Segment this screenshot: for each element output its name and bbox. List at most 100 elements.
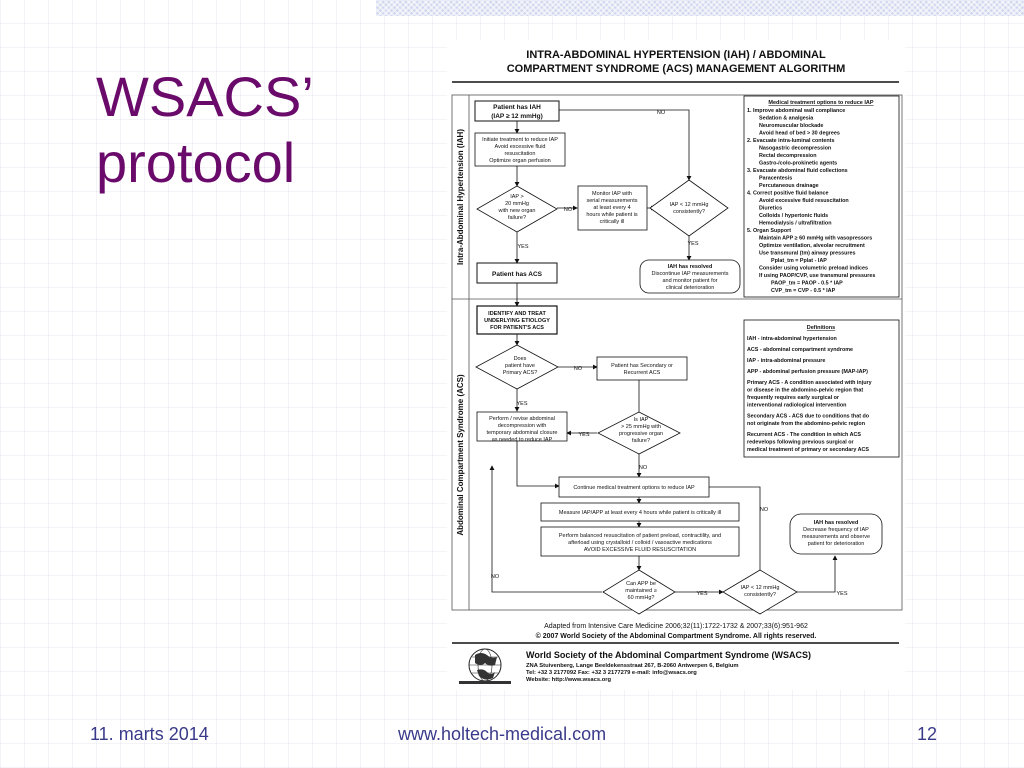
treatment-option-line: Maintain APP ≥ 60 mmHg with vasopressors	[759, 236, 872, 242]
doc-header-line-1: INTRA-ABDOMINAL HYPERTENSION (IAH) / ABD…	[526, 49, 826, 61]
iah-resolved-box-2	[789, 513, 883, 555]
identify-text-1: IDENTIFY AND TREAT	[488, 311, 546, 317]
secondary-text-1: Patient has Secondary or	[611, 363, 673, 369]
perform-text-4: as needed to reduce IAP	[492, 437, 553, 443]
decision-1-text-1: IAP >	[510, 194, 524, 200]
decorative-corner-band	[376, 0, 1024, 16]
monitor-text-4: hours while patient is	[586, 212, 638, 218]
balanced-text-2: afterload using crystalloid / colloid / …	[568, 540, 712, 546]
treatment-option-line: 4. Correct positive fluid balance	[747, 191, 828, 197]
definitions-box	[743, 319, 900, 458]
treatment-option-line: Consider using volumetric preload indice…	[759, 266, 868, 272]
treatment-option-line: If using PAOP/CVP, use transmural pressu…	[759, 273, 875, 279]
treatment-options-box	[743, 95, 900, 298]
definition-line: Secondary ACS - ACS due to conditions th…	[747, 414, 870, 420]
continue-text: Continue medical treatment options to re…	[573, 485, 695, 491]
decision-6-text-1: IAP < 12 mmHg	[741, 585, 780, 591]
wsacs-globe-logo	[459, 648, 511, 684]
iah-resolved-box-1	[639, 259, 741, 294]
label-no-4: NO	[639, 465, 648, 471]
treatment-option-line: CVP_tm = CVP - 0.5 * IAP	[771, 288, 836, 294]
treatment-option-line: Sedation & analgesia	[759, 116, 814, 122]
initiate-treatment-box	[474, 132, 566, 167]
perform-decompression-box	[476, 411, 568, 442]
footer-date: 11. marts 2014	[90, 724, 209, 744]
treatment-option-line: Optimize ventilation, alveolar recruitme…	[759, 243, 865, 249]
decision-4-text-2: > 25 mmHg with	[621, 424, 661, 430]
decision-primary-acs	[475, 344, 559, 390]
patient-acs-text: Patient has ACS	[492, 271, 543, 278]
footer-website-link[interactable]: www.holtech-medical.com	[398, 724, 607, 744]
resolved-2-text-4: patient for deterioration	[808, 541, 865, 547]
slide-title-line-1: WSACS’	[96, 65, 314, 128]
balanced-text-3: AVOID EXCESSIVE FLUID RESUSCITATION	[584, 547, 696, 553]
decision-1-text-3: with new organ	[498, 208, 536, 214]
definition-line: frequently requires early surgical or	[747, 395, 840, 401]
decision-5-text-1: Can APP be	[626, 581, 656, 587]
initiate-text-3: resuscitation	[505, 151, 536, 157]
decision-3-text-1: Does	[514, 356, 527, 362]
treatment-option-line: PAOP_tm = PAOP - 0.5 * IAP	[771, 281, 843, 287]
decision-iap-under-12-b	[722, 569, 798, 615]
definition-line: ACS - abdominal compartment syndrome	[747, 347, 853, 353]
decision-3-text-2: patient have	[505, 363, 535, 369]
org-address: ZNA Stuivenberg, Lange Beeldekensstraat …	[526, 663, 739, 669]
identify-text-2: UNDERLYING ETIOLOGY	[484, 318, 550, 324]
treatment-option-line: Avoid head of bed > 30 degrees	[759, 131, 840, 137]
treatment-option-line: Colloids / hypertonic fluids	[759, 213, 828, 219]
label-yes-6: YES	[836, 591, 847, 597]
slide-title: WSACS’ protocol	[96, 64, 396, 196]
perform-text-2: decompression with	[498, 423, 547, 429]
monitor-text-2: serial measurements	[586, 198, 637, 204]
decision-5-text-3: 60 mmHg?	[628, 595, 655, 601]
resolved-1-text-3: and monitor patient for	[662, 278, 717, 284]
algorithm-document: INTRA-ABDOMINAL HYPERTENSION (IAH) / ABD…	[447, 40, 905, 690]
decision-4-text-4: failure?	[632, 438, 650, 444]
label-no-1: NO	[657, 110, 666, 116]
resolved-1-text-1: IAH has resolved	[668, 264, 713, 270]
monitor-text-1: Monitor IAP with	[592, 191, 632, 197]
treatment-options-title: Medical treatment options to reduce IAP	[768, 100, 873, 106]
decision-app-60	[602, 569, 676, 615]
definition-line: APP - abdominal perfusion pressure (MAP-…	[747, 369, 868, 375]
treatment-option-line: Hemodialysis / ultrafiltration	[759, 221, 832, 227]
definition-line: medical treatment of primary or secondar…	[747, 447, 869, 453]
decision-1-text-4: failure?	[508, 215, 526, 221]
definition-line: Recurrent ACS - The condition in which A…	[747, 432, 861, 438]
initiate-text-2: Avoid excessive fluid	[495, 144, 546, 150]
treatment-option-line: 5. Organ Support	[747, 228, 791, 234]
continue-treatment-box	[558, 476, 710, 498]
label-no-5: NO	[491, 574, 500, 580]
decision-1-text-2: 20 mmHg	[505, 201, 529, 207]
monitor-text-5: critically ill	[600, 219, 625, 225]
treatment-option-line: Paracentesis	[759, 176, 792, 182]
treatment-option-line: Nasogastric decompression	[759, 146, 831, 152]
identify-text-3: FOR PATIENT'S ACS	[490, 325, 544, 331]
patient-acs-box	[476, 262, 558, 284]
label-no-2: NO	[564, 207, 573, 213]
label-no-6: NO	[760, 507, 769, 513]
algorithm-frame	[451, 94, 903, 611]
perform-text-3: temporary abdominal closure	[487, 430, 558, 436]
treatment-option-line: Rectal decompression	[759, 153, 817, 159]
treatment-option-line: 1. Improve abdominal wall compliance	[747, 108, 845, 114]
decision-4-text-1: Is IAP	[634, 417, 649, 423]
label-yes-2: YES	[687, 241, 698, 247]
label-yes-5: YES	[696, 591, 707, 597]
definition-line: Primary ACS - A condition associated wit…	[747, 380, 872, 386]
decision-iap-under-12	[649, 179, 729, 237]
definition-line: interventional radiological intervention	[747, 403, 846, 409]
slide-title-line-2: protocol	[96, 131, 296, 194]
footer-page-number: 12	[917, 724, 938, 744]
treatment-option-line: Gastro-/colo-prokinetic agents	[759, 161, 837, 167]
decision-5-text-2: maintained ≥	[625, 588, 656, 594]
decision-3-text-3: Primary ACS?	[503, 370, 538, 376]
label-yes-1: YES	[517, 244, 528, 250]
definition-line: IAP - intra-abdominal pressure	[747, 358, 825, 364]
treatment-option-line: 3. Evacuate abdominal fluid collections	[747, 168, 848, 174]
section-label-acs: Abdominal Compartment Syndrome (ACS)	[456, 374, 465, 536]
resolved-2-text-3: measurements and observe	[802, 534, 870, 540]
definitions-title: Definitions	[807, 325, 835, 331]
treatment-option-line: Pplat_tm = Pplat - IAP	[771, 258, 827, 264]
measure-iap-box	[540, 502, 740, 522]
